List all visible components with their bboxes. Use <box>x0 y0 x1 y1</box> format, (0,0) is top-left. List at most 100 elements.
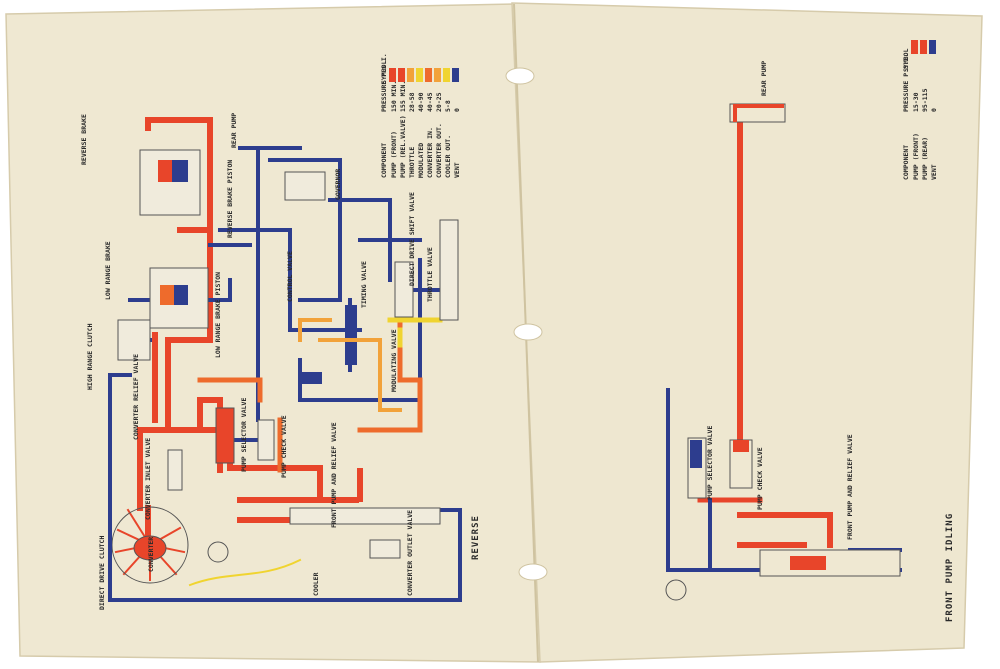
label-front-pump-right: FRONT PUMP AND RELIEF VALVE <box>846 434 854 540</box>
left-legend-component-5: CONVERTER OUT. <box>435 123 443 178</box>
legend-header-symbol: SYMBOL <box>380 60 388 84</box>
label-cooler: COOLER <box>312 572 320 596</box>
left-legend-component-7: VENT <box>453 162 461 178</box>
right-legend-symbol-swatch-1 <box>920 40 927 54</box>
label-pump-selector-right: PUMP SELECTOR VALVE <box>706 426 714 500</box>
cooler-line <box>188 558 302 587</box>
converter-outlet-body <box>369 539 401 559</box>
label-reverse-brake-piston: REVERSE BRAKE PISTON <box>226 160 234 238</box>
right-legend-component-1: PUMP (REAR) <box>921 137 929 180</box>
left-legend-pressure-1: 155 MIN. <box>399 81 407 112</box>
modulated-lines <box>387 317 443 348</box>
right-legend-pressure-0: 15-30 <box>912 92 920 112</box>
left-legend-pressure-0: 150 MIN. <box>390 81 398 112</box>
front-pump-right-red <box>790 556 826 570</box>
front-pump-body <box>289 507 441 525</box>
left-legend-rows: PUMP (FRONT) 150 MIN.PUMP (REL.VALVE) 155 … <box>389 68 461 178</box>
label-reverse-brake: REVERSE BRAKE <box>80 114 88 165</box>
label-timing-valve: TIMING VALVE <box>360 261 368 308</box>
label-direct-drive-clutch: DIRECT DRIVE CLUTCH <box>98 536 106 610</box>
left-legend-component-4: CONVERTER IN. <box>426 127 434 178</box>
hydraulic-diagram-reverse <box>108 117 462 602</box>
hydraulic-diagram-front-pump-idling <box>665 103 902 601</box>
rear-pump-cap <box>733 104 784 122</box>
left-page-title: REVERSE <box>471 515 481 560</box>
right-legend-header-component: COMPONENT <box>902 145 910 180</box>
label-converter-relief-valve: CONVERTER RELIEF VALVE <box>132 354 140 440</box>
pump-check-body <box>257 419 275 461</box>
right-legend-symbol-swatch-0 <box>911 40 918 54</box>
left-legend-pressure-4: 40-45 <box>426 92 434 112</box>
right-legend-component-2: VENT <box>930 164 938 180</box>
label-high-range-clutch: HIGH RANGE CLUTCH <box>86 323 94 390</box>
component-outlines <box>117 149 459 559</box>
left-legend-symbol-swatch-1 <box>398 68 405 82</box>
left-legend-component-2: THROTTLE <box>408 147 416 178</box>
label-front-pump-relief-valve: FRONT PUMP AND RELIEF VALVE <box>330 422 338 528</box>
front-pump-right-body <box>759 549 901 577</box>
label-direct-drive-shift-valve: DIRECT DRIVE SHIFT VALVE <box>408 192 416 286</box>
left-legend-symbol-swatch-5 <box>434 68 441 82</box>
left-legend-pressure-6: 5-8 <box>444 100 452 112</box>
left-legend: COMPONENT PRESSURE P.S.I. SYMBOL PUMP (F… <box>380 53 461 178</box>
high-range-clutch-body <box>117 319 151 361</box>
right-legend-symbol-swatch-2 <box>929 40 936 54</box>
reverse-brake-core <box>158 160 188 305</box>
label-rear-pump: REAR PUMP <box>230 113 238 148</box>
left-legend-symbol-swatch-6 <box>443 68 450 82</box>
left-legend-pressure-7: 0 <box>453 108 461 112</box>
pump-selector-right-core <box>690 440 702 468</box>
left-legend-symbol-swatch-3 <box>416 68 423 82</box>
governor-body <box>284 171 326 201</box>
left-legend-component-6: COOLER OUT. <box>444 135 452 178</box>
left-legend-pressure-3: 40-90 <box>417 92 425 112</box>
left-legend-pressure-5: 20-25 <box>435 92 443 112</box>
valve-block-blue <box>300 372 322 384</box>
converter-in-lines <box>197 297 423 473</box>
direct-shift-valve-body <box>394 261 414 318</box>
binder-holes <box>505 67 548 581</box>
label-low-range-brake: LOW RANGE BRAKE <box>104 241 112 300</box>
right-legend-pressure-2: 0 <box>930 108 938 112</box>
pump-gear-right <box>665 579 687 601</box>
right-labels: REAR PUMP PUMP SELECTOR VALVE PUMP CHECK… <box>706 61 955 622</box>
right-legend-component-0: PUMP (FRONT) <box>912 133 920 180</box>
label-rear-pump-right: REAR PUMP <box>760 61 768 96</box>
timing-valve-body <box>345 305 357 365</box>
pump-check-right-core <box>733 440 749 452</box>
converter-inlet-body <box>167 449 183 491</box>
label-pump-selector-valve: PUMP SELECTOR VALVE <box>240 398 248 472</box>
pump-gear-left <box>207 541 229 563</box>
right-legend-header-pressure: PRESSURE P.S.I. <box>902 53 910 112</box>
left-legend-symbol-swatch-2 <box>407 68 414 82</box>
label-low-range-brake-piston: LOW RANGE BRAKE PISTON <box>214 272 222 358</box>
label-pump-check-valve: PUMP CHECK VALVE <box>280 415 288 478</box>
left-legend-symbol-swatch-7 <box>452 68 459 82</box>
left-legend-component-3: MODULATED <box>417 143 425 178</box>
legend-header-component: COMPONENT <box>380 143 388 178</box>
throttle-lines <box>298 318 402 412</box>
right-legend: COMPONENT PRESSURE P.S.I. SYMBOL PUMP (F… <box>902 40 938 180</box>
right-page-title: FRONT PUMP IDLING <box>945 513 955 622</box>
right-legend-header-symbol: SYMBOL <box>902 48 910 72</box>
label-control-valve: CONTROL VALVE <box>286 251 294 302</box>
pump-selector-body <box>215 407 235 464</box>
left-legend-component-0: PUMP (FRONT) <box>390 131 398 178</box>
front-pump-dashed-lines <box>737 512 833 548</box>
left-legend-symbol-swatch-4 <box>425 68 432 82</box>
reverse-brake-body <box>139 149 201 216</box>
label-throttle-valve: THROTTLE VALVE <box>426 247 434 302</box>
label-converter: CONVERTER <box>147 537 155 572</box>
left-legend-symbol-swatch-0 <box>389 68 396 82</box>
throttle-valve-body <box>439 219 459 321</box>
label-modulating-valve: MODULATING VALVE <box>390 329 398 392</box>
left-legend-component-1: PUMP (REL.VALVE) <box>399 115 407 178</box>
label-converter-outlet-valve: CONVERTER OUTLET VALVE <box>406 510 414 596</box>
legend-header-pressure: PRESSURE P.S.I. <box>380 53 388 112</box>
left-labels: REVERSE BRAKE REVERSE BRAKE PISTON LOW R… <box>80 113 481 610</box>
converter-core <box>133 535 167 561</box>
label-converter-inlet-valve: CONVERTER INLET VALVE <box>144 438 152 520</box>
